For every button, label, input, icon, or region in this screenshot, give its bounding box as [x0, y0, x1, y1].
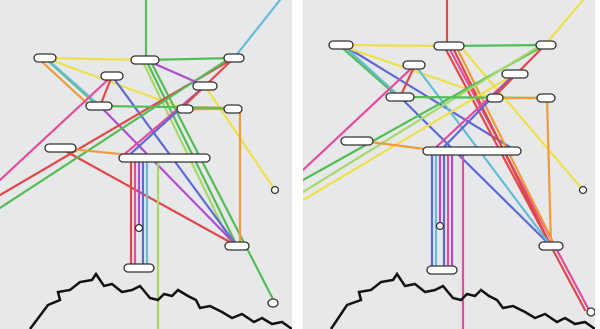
station-marker — [176, 104, 194, 114]
station-marker — [586, 307, 595, 317]
route-line — [341, 43, 520, 154]
station-marker — [536, 93, 556, 103]
station-marker — [44, 143, 77, 153]
left-stations — [33, 53, 280, 308]
station-marker — [85, 101, 113, 111]
route-line — [458, 44, 585, 192]
station-marker — [267, 298, 279, 308]
station-marker — [130, 55, 160, 65]
station-marker — [192, 81, 218, 91]
station-marker — [435, 221, 445, 231]
coastline — [329, 271, 595, 329]
left-map-svg — [0, 0, 292, 329]
station-marker — [340, 136, 374, 146]
route-line — [43, 56, 148, 62]
route-line — [140, 58, 234, 248]
left-map-panel — [0, 0, 292, 329]
station-marker — [578, 185, 588, 195]
station-marker — [223, 104, 243, 114]
coastline — [29, 271, 292, 329]
left-route-lines — [0, 0, 282, 329]
station-marker — [385, 92, 415, 102]
station-marker — [134, 223, 144, 233]
route-line — [96, 104, 236, 110]
route-line — [303, 63, 417, 172]
route-line — [545, 96, 553, 248]
route-line — [398, 63, 417, 99]
route-line — [148, 58, 277, 305]
route-line — [38, 58, 92, 108]
station-marker — [223, 53, 245, 63]
route-line — [303, 72, 517, 202]
station-marker — [224, 241, 250, 251]
panel-divider — [292, 0, 303, 329]
station-marker — [328, 40, 354, 50]
route-line — [0, 56, 232, 210]
station-marker — [33, 53, 57, 63]
route-line — [543, 0, 585, 47]
right-map-svg — [303, 0, 595, 329]
station-marker — [402, 60, 426, 70]
station-marker — [270, 185, 280, 195]
right-route-lines — [303, 0, 591, 329]
route-line — [144, 56, 236, 62]
route-line — [98, 74, 114, 108]
route-line — [0, 74, 114, 182]
route-line — [58, 146, 239, 248]
station-marker — [100, 71, 124, 81]
route-line — [46, 58, 102, 108]
route-line — [144, 58, 239, 248]
station-marker — [535, 40, 557, 50]
station-marker — [123, 263, 155, 273]
route-line — [442, 44, 587, 312]
station-marker — [433, 41, 465, 51]
right-map-panel — [303, 0, 595, 329]
station-marker — [426, 265, 458, 275]
station-marker — [422, 146, 522, 156]
right-stations — [328, 40, 595, 317]
route-line — [303, 43, 543, 194]
route-line — [454, 44, 557, 248]
route-line — [339, 43, 449, 48]
route-line — [398, 95, 553, 248]
station-marker — [118, 153, 211, 163]
route-line — [450, 44, 553, 248]
route-line — [98, 104, 239, 248]
station-marker — [486, 93, 504, 103]
station-marker — [538, 241, 564, 251]
route-line — [337, 43, 400, 99]
route-line — [232, 0, 282, 60]
route-line — [341, 43, 402, 99]
station-marker — [501, 69, 529, 79]
